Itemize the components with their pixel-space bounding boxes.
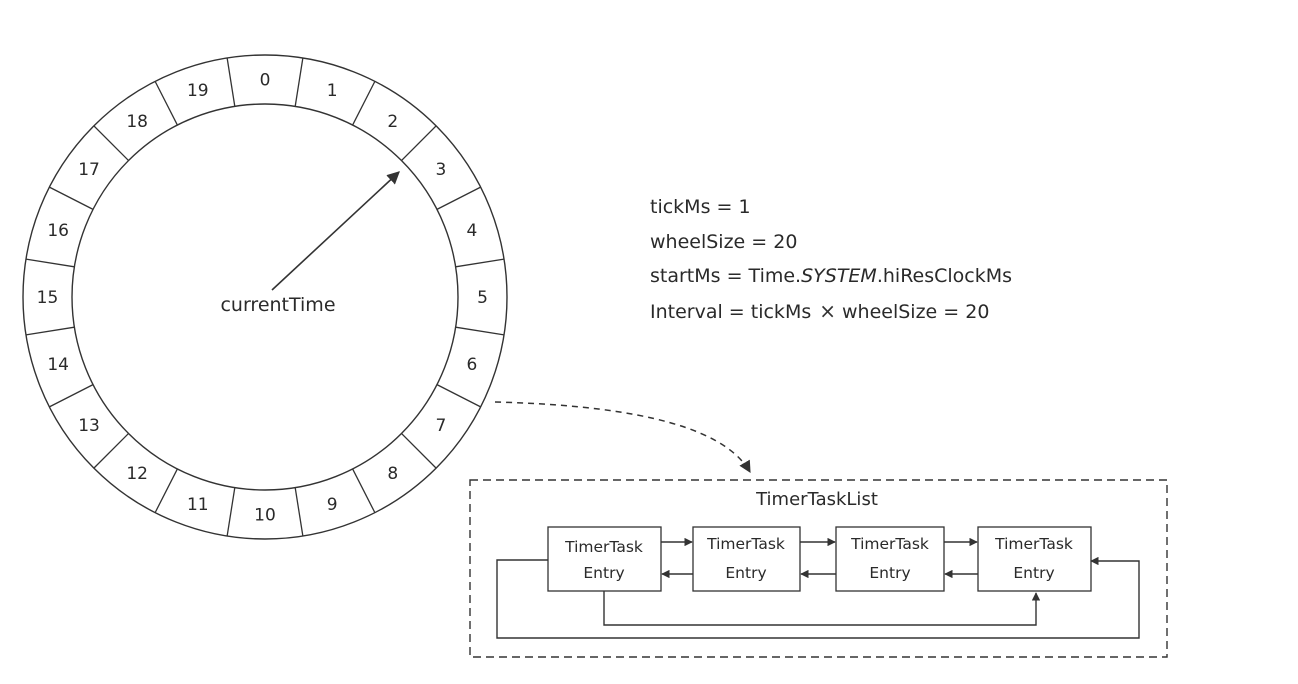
wheel-slot-label-18: 18 [126, 112, 148, 132]
wheel-slot-label-10: 10 [254, 506, 276, 526]
current-time-pointer: currentTime [220, 171, 400, 316]
wheel-slot-label-3: 3 [436, 160, 447, 180]
wheel-slot-divider [226, 487, 236, 537]
task-list-frame [469, 479, 1168, 658]
wheel-slot-divider [294, 487, 304, 537]
wheel-slot-dividers [25, 57, 505, 537]
task-entry-1: TimerTask Entry [547, 526, 662, 592]
wheel-slot-label-11: 11 [187, 495, 209, 515]
task-entry-3-line1: TimerTask [850, 535, 929, 553]
tail-to-head-link [496, 556, 1140, 639]
start-ms-italic: SYSTEM [801, 265, 877, 287]
task-entry-3-line2: Entry [869, 564, 910, 582]
wheel-slot-divider [93, 125, 129, 161]
start-ms-param: startMs = Time.SYSTEM.hiResClockMs [650, 259, 1012, 294]
wheel-slot-divider [25, 258, 75, 268]
wheel-slot-divider [455, 326, 505, 336]
task-entry-2: TimerTask Entry [692, 526, 801, 592]
head-to-tail-link [603, 591, 1041, 626]
wheel-slot-label-19: 19 [187, 81, 209, 101]
wheel-slot-label-13: 13 [78, 416, 100, 436]
interval-param: Interval = tickMs × wheelSize = 20 [650, 294, 1012, 330]
task-entry-4-line2: Entry [1013, 564, 1054, 582]
start-ms-suffix: .hiResClockMs [876, 265, 1013, 287]
wheel-slot-label-8: 8 [387, 464, 398, 484]
wheel-slot-divider [455, 258, 505, 268]
wheel-slot-divider [49, 384, 94, 408]
multiply-operator: × [819, 298, 836, 323]
tick-ms-param: tickMs = 1 [650, 196, 751, 218]
wheel-slot-label-7: 7 [436, 416, 447, 436]
wheel-slot-label-2: 2 [387, 112, 398, 132]
task-entry-2-line1: TimerTask [706, 535, 785, 553]
timer-task-list: TimerTaskList TimerTask Entry TimerTask … [469, 479, 1168, 658]
pointer-arrow [271, 171, 400, 291]
wheel-slot-divider [401, 433, 437, 469]
wheel-slot-label-0: 0 [260, 71, 271, 91]
wheel-slot-divider [226, 57, 236, 107]
start-ms-prefix: startMs = Time. [650, 265, 802, 287]
wheel-slot-divider [436, 384, 481, 408]
interval-prefix: Interval = tickMs [650, 300, 812, 323]
wheel-slot-divider [436, 186, 481, 210]
wheel-outer-ring [22, 54, 508, 540]
wheel-slot-divider [352, 468, 376, 513]
wheel-slot-label-15: 15 [37, 288, 59, 308]
wheel-parameters: tickMs = 1 wheelSize = 20 startMs = Time… [650, 190, 1012, 329]
wheel-slot-label-1: 1 [327, 81, 338, 101]
wheel-size-param: wheelSize = 20 [650, 230, 798, 253]
task-entry-2-line2: Entry [725, 564, 766, 582]
wheel-slot-label-12: 12 [126, 464, 148, 484]
wheel-slot-divider [93, 433, 129, 469]
wheel-slot-divider [352, 81, 376, 126]
task-entry-4: TimerTask Entry [977, 526, 1092, 592]
wheel-slot-divider [401, 125, 437, 161]
interval-suffix: wheelSize = 20 [842, 300, 990, 323]
wheel-slot-divider [49, 186, 94, 210]
wheel-slot-label-9: 9 [327, 495, 338, 515]
slot-to-list-connector [494, 401, 751, 474]
wheel-slot-label-16: 16 [47, 221, 69, 241]
wheel-slot-label-4: 4 [466, 221, 477, 241]
wheel-slot-label-14: 14 [47, 355, 69, 375]
wheel-slot-divider [154, 468, 178, 513]
current-time-label: currentTime [220, 294, 335, 316]
wheel-slot-label-6: 6 [466, 355, 477, 375]
task-entry-4-line1: TimerTask [994, 535, 1073, 553]
task-entry-1-line2: Entry [583, 564, 624, 582]
wheel-slot-label-17: 17 [78, 160, 100, 180]
wheel-slot-divider [294, 57, 304, 107]
task-list-title: TimerTaskList [755, 489, 878, 510]
wheel-inner-ring [71, 103, 459, 491]
wheel-slot-label-5: 5 [477, 288, 488, 308]
wheel-slot-divider [25, 326, 75, 336]
task-entry-3: TimerTask Entry [835, 526, 945, 592]
task-entry-1-line1: TimerTask [564, 538, 643, 556]
wheel-slot-divider [154, 81, 178, 126]
